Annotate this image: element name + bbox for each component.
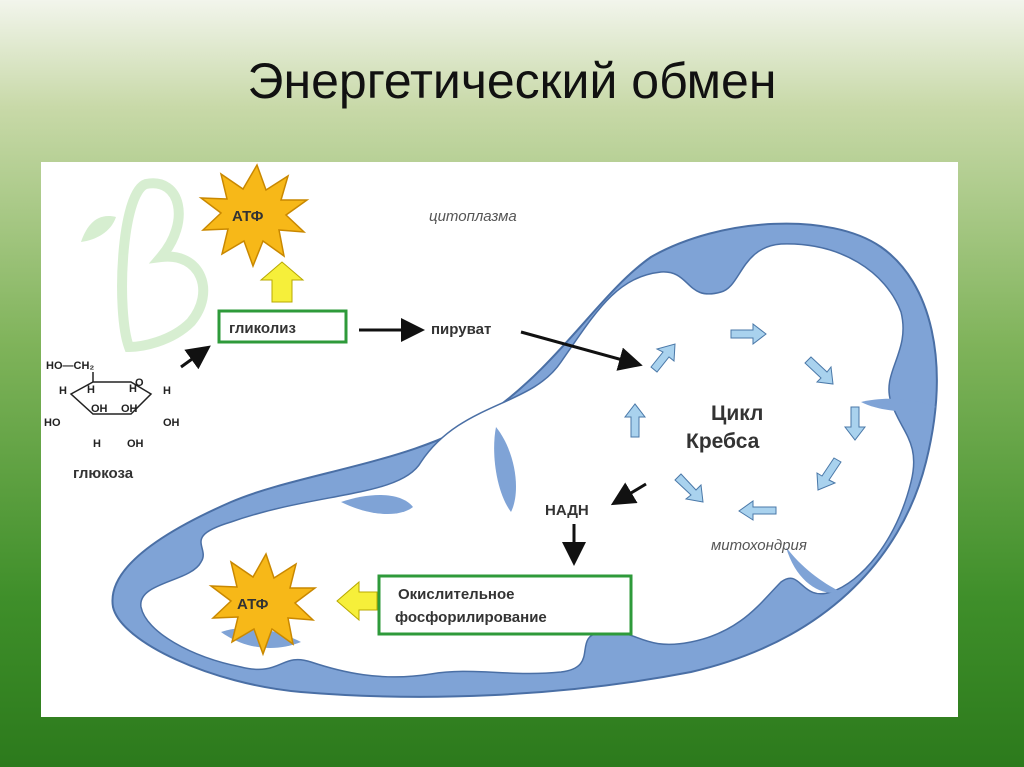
yellow-left-arrow [336,580,378,622]
watermark-logo [81,178,209,353]
oxphos-box [377,574,633,636]
svg-text:OH: OH [127,438,144,450]
glucose-structure: HO—CH₂ O H HO H OH H OH H OH H OH [44,360,180,450]
svg-text:H: H [163,385,171,397]
oxphos-label-line1: Окислительное [398,586,515,603]
metabolism-diagram: АТФ АТФ гликолиз Окислительное фосфорили… [44,163,938,698]
diagram-panel: АТФ АТФ гликолиз Окислительное фосфорили… [41,162,958,717]
krebs-to-nadh-arrow [610,482,647,506]
cristae [861,398,936,412]
yellow-up-arrow [259,261,305,303]
krebs-arrow [816,457,842,491]
krebs-arrow [804,356,834,385]
cristae [341,495,413,514]
krebs-arrow [674,473,704,503]
glucose-ch2oh: HO—CH₂ [46,360,94,372]
krebs-arrow [650,343,676,373]
glucose-to-glycolysis-arrow [180,345,211,370]
krebs-arrow [623,403,647,438]
glycolysis-box [217,309,348,344]
mitochondria-label: митохондрия [711,537,807,554]
glucose-ring [69,381,153,415]
krebs-cycle-arrows [623,322,867,521]
glucose-label: глюкоза [73,465,134,482]
krebs-arrow [738,500,777,521]
atp-bottom-label: АТФ [237,596,269,613]
atp-top-label: АТФ [232,208,264,225]
cristae [494,427,516,512]
krebs-arrow [843,406,867,441]
cytoplasm-label: цитоплазма [429,208,517,225]
svg-text:OH: OH [163,417,180,429]
svg-text:OH: OH [121,403,138,415]
svg-text:HO: HO [44,417,61,429]
nadh-label: НАДН [545,502,589,519]
krebs-arrow [730,322,767,346]
pyruvate-label: пируват [431,321,491,338]
pyruvate-to-krebs-arrow [520,330,643,371]
atp-star-top [198,163,310,269]
svg-text:H: H [93,438,101,450]
svg-text:H: H [129,383,137,395]
krebs-label-line2: Кребса [686,430,760,453]
cristae [786,547,841,593]
oxphos-label-line2: фосфорилирование [395,609,547,626]
svg-text:OH: OH [91,403,108,415]
krebs-label-line1: Цикл [711,402,763,425]
slide-title: Энергетический обмен [247,53,777,109]
glucose-ring-oxygen: O [135,377,144,389]
svg-text:H: H [59,385,67,397]
atp-star-bottom [208,552,318,657]
glycolysis-label: гликолиз [229,320,296,337]
svg-text:H: H [87,384,95,396]
